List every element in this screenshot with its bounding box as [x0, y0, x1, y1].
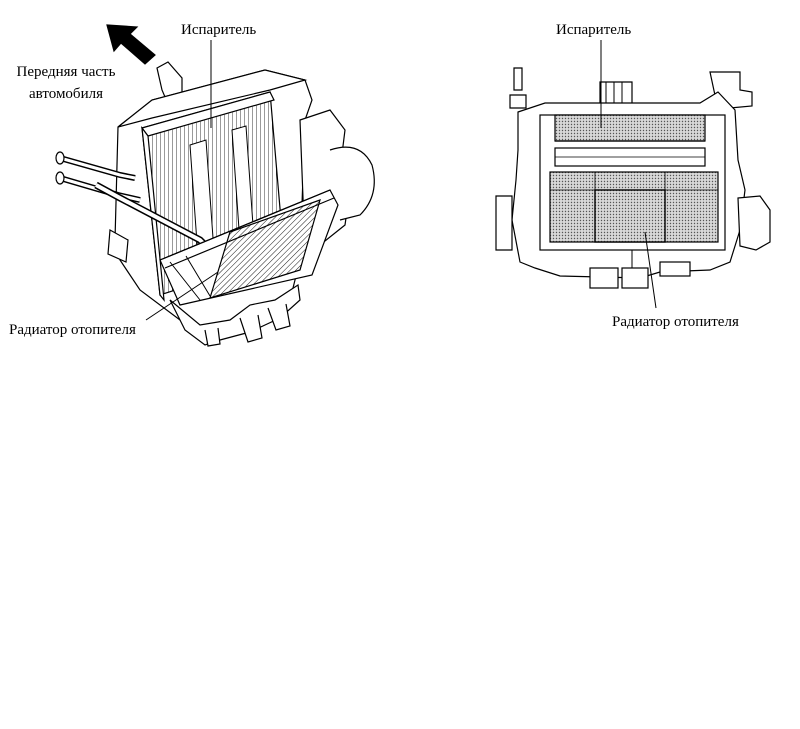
front-direction-arrow — [106, 24, 156, 65]
front-of-vehicle-label: Передняя часть автомобиля — [16, 64, 116, 102]
right-evaporator-core — [554, 114, 706, 142]
right-heater-leader — [644, 231, 657, 309]
right-evaporator-label: Испаритель — [556, 22, 632, 38]
left-heater-label: Радиатор отопителя — [9, 322, 136, 338]
right-view-unit — [495, 40, 771, 309]
left-evaporator-label: Испаритель — [181, 22, 257, 38]
left-heater-leader — [145, 271, 219, 321]
left-view-unit — [55, 24, 375, 347]
right-heater-label: Радиатор отопителя — [612, 314, 739, 330]
